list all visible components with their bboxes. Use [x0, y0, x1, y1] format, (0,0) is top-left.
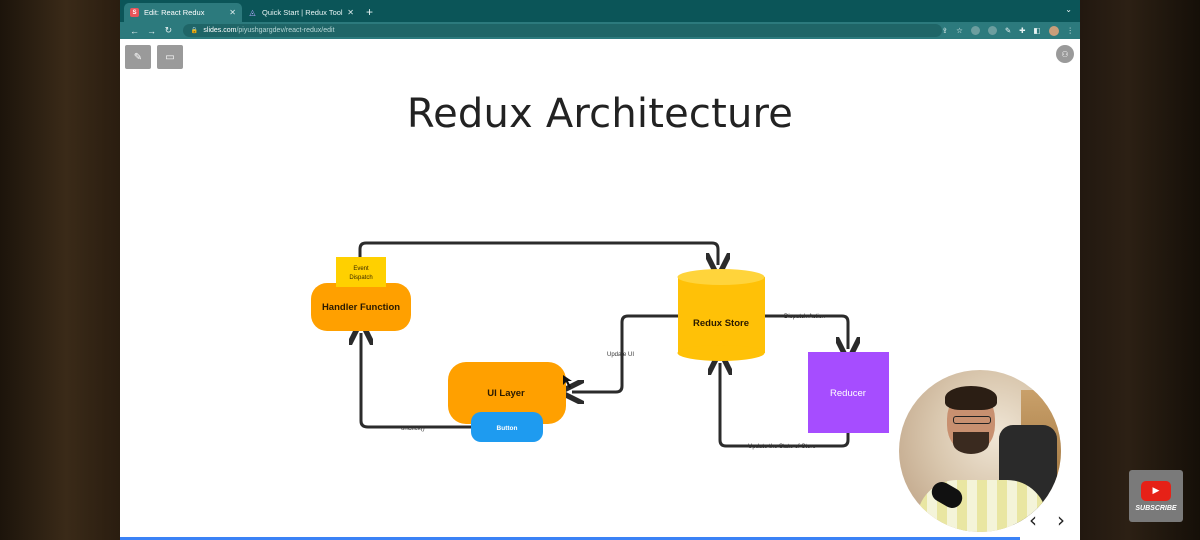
presenter-hair: [945, 386, 997, 410]
subscribe-label: SUBSCRIBE: [1135, 504, 1177, 512]
pencil-icon: ✎: [133, 51, 143, 63]
extension-icon[interactable]: [987, 26, 997, 35]
new-tab-button[interactable]: +: [366, 5, 374, 19]
people-icon: ⚇: [1061, 49, 1069, 59]
next-slide-chevron-icon[interactable]: ›: [1057, 508, 1065, 532]
url-path: /piyushgargdev/react-redux/edit: [236, 27, 335, 34]
tab-redux-toolkit[interactable]: ◬ Quick Start | Redux Toolkit ✕: [242, 3, 360, 22]
handler-function-label: Handler Function: [322, 302, 400, 313]
button-node: [471, 412, 543, 442]
browser-toolbar: ← → ↻ 🔒 slides.com/piyushgargdev/react-r…: [120, 22, 1080, 39]
reducer-label: Reducer: [830, 388, 866, 399]
reload-icon[interactable]: ↻: [164, 25, 173, 35]
tab-label: Quick Start | Redux Toolkit: [262, 8, 344, 17]
progress-line: [120, 537, 1020, 540]
extensions-area: ⇪ ☆ ✎ ✚ ◧ ⋮: [941, 25, 1075, 36]
architecture-diagram: Handler Function Event Dispatch Redux St…: [311, 241, 889, 450]
update-ui-label: Update UI: [607, 352, 634, 358]
ui-layer-node: [448, 362, 566, 424]
youtube-play-icon: ▶: [1141, 480, 1171, 501]
redux-store-bottom: [677, 345, 765, 361]
back-arrow-icon[interactable]: ←: [129, 25, 139, 36]
present-button[interactable]: ▭: [157, 45, 183, 69]
arrow-event-to-store: [358, 241, 718, 265]
menu-kebab-icon[interactable]: ⋮: [1066, 26, 1075, 35]
event-dispatch-label-1: Event: [353, 266, 369, 272]
puzzle-icon[interactable]: ✚: [1019, 26, 1026, 35]
presenter-glasses: [953, 416, 991, 424]
onclick-label: onClick(): [401, 426, 425, 432]
arrow-reducer-to-store: [720, 363, 850, 448]
share-icon[interactable]: ⇪: [941, 26, 949, 35]
slides-favicon-icon: S: [130, 8, 139, 17]
handler-function-node: [311, 283, 411, 331]
redux-store-top: [677, 269, 765, 285]
tab-search-chevron-icon[interactable]: ⌄: [1065, 5, 1072, 14]
background-right: [1080, 0, 1200, 540]
address-bar[interactable]: 🔒 slides.com/piyushgargdev/react-redux/e…: [182, 24, 942, 37]
ui-layer-label: UI Layer: [487, 388, 525, 399]
forward-arrow-icon[interactable]: →: [146, 25, 156, 36]
redux-store-label: Redux Store: [693, 318, 749, 329]
extension-icon[interactable]: [970, 26, 980, 35]
slide-title: Redux Architecture: [406, 91, 794, 137]
arrow-store-to-ui: [572, 314, 678, 392]
event-dispatch-label-2: Dispatch: [349, 275, 372, 281]
lock-icon: 🔒: [190, 28, 199, 34]
background-left: [0, 0, 120, 540]
side-panel-icon[interactable]: ◧: [1033, 26, 1041, 35]
mouse-cursor-icon: [563, 375, 572, 388]
pen-icon[interactable]: ✎: [1004, 26, 1012, 35]
edit-pencil-button[interactable]: ✎: [125, 45, 151, 69]
tab-label: Edit: React Redux: [144, 8, 205, 17]
bookmark-star-icon[interactable]: ☆: [956, 26, 963, 35]
arrow-store-to-reducer: [765, 314, 848, 349]
subscribe-badge[interactable]: ▶ SUBSCRIBE: [1129, 470, 1183, 522]
event-dispatch-node: [336, 257, 386, 287]
reducer-node: [808, 352, 889, 433]
button-label: Button: [497, 425, 518, 432]
presenter-webcam: [899, 370, 1061, 532]
redux-store-node: [678, 277, 765, 353]
dispatch-action-label: Dispatch Action: [784, 314, 825, 320]
redux-favicon-icon: ◬: [249, 8, 256, 17]
arrow-button-to-handler: [361, 333, 472, 429]
profile-avatar[interactable]: [1048, 25, 1059, 36]
previous-slide-chevron-icon[interactable]: ‹: [1029, 508, 1037, 532]
close-tab-icon[interactable]: ✕: [347, 8, 354, 17]
update-state-label: Update the State of Store: [748, 444, 816, 450]
monitor-icon: ▭: [165, 51, 175, 63]
presenter-beard: [953, 432, 989, 454]
tab-edit-react-redux[interactable]: S Edit: React Redux ✕: [124, 3, 242, 22]
close-tab-icon[interactable]: ✕: [229, 8, 236, 17]
url-host: slides.com: [203, 27, 237, 34]
tab-bar: S Edit: React Redux ✕ ◬ Quick Start | Re…: [120, 0, 1080, 22]
collaborators-button[interactable]: ⚇: [1056, 45, 1074, 63]
